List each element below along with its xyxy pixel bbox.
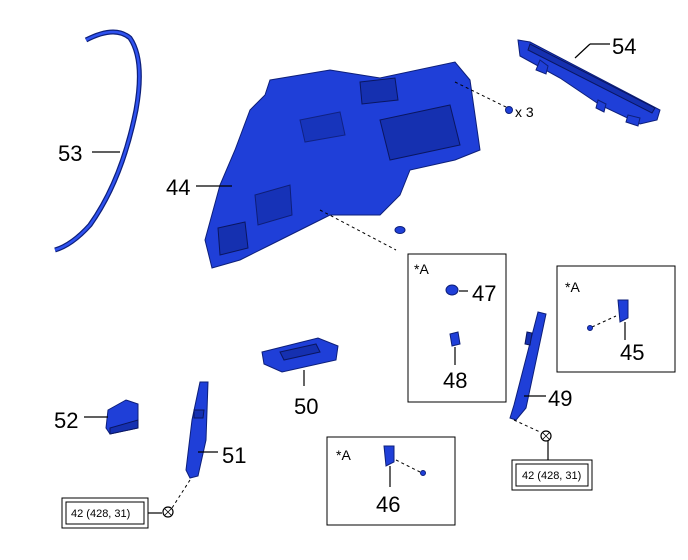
variant-box-47-48 xyxy=(407,253,507,403)
clip-quantity: x 3 xyxy=(515,104,534,120)
callout-45: 45 xyxy=(620,340,644,365)
clip-46-icon xyxy=(420,470,426,476)
clip-47 xyxy=(445,284,459,296)
callout-53: 53 xyxy=(58,141,82,166)
torque-box-left-inner xyxy=(65,501,145,525)
variant-label-45: *A xyxy=(565,279,580,295)
clip-48 xyxy=(449,331,461,347)
leader-54-a xyxy=(574,43,591,59)
variant-box-46 xyxy=(326,436,456,526)
torque-box-left-outer xyxy=(61,497,149,529)
lower-clip-icon xyxy=(394,226,406,234)
pillar-trim-49 xyxy=(509,311,547,421)
callout-49: 49 xyxy=(548,386,572,411)
variant-label-46: *A xyxy=(336,447,351,463)
tray-50 xyxy=(261,337,339,373)
leader-46-clip xyxy=(395,459,421,473)
callout-51: 51 xyxy=(222,443,246,468)
weatherstrip-53 xyxy=(54,29,142,253)
variant-label-47-48: *A xyxy=(414,261,429,277)
callout-44: 44 xyxy=(166,175,190,200)
leader-bolt-left xyxy=(171,479,191,509)
leader-45-clip xyxy=(591,315,617,328)
leader-bolt-right xyxy=(513,419,541,433)
cover-52 xyxy=(105,399,139,435)
quarter-trim-panel-44 xyxy=(204,61,481,269)
callout-46: 46 xyxy=(376,492,400,517)
torque-spec-right: 42 (428, 31) xyxy=(522,470,581,482)
torque-box-right-inner xyxy=(515,463,589,487)
clip-45-icon xyxy=(587,325,593,331)
torque-spec-left: 42 (428, 31) xyxy=(71,508,130,520)
pillar-trim-51 xyxy=(185,381,209,479)
callout-48: 48 xyxy=(443,368,467,393)
clip-icon xyxy=(505,106,513,114)
callout-50: 50 xyxy=(294,394,318,419)
bracket-46 xyxy=(383,445,395,467)
callout-54: 54 xyxy=(612,34,636,59)
bolt-right-icon xyxy=(540,430,552,442)
leader-clips xyxy=(454,81,509,109)
callout-47: 47 xyxy=(472,281,496,306)
callout-52: 52 xyxy=(54,408,78,433)
variant-box-45 xyxy=(556,265,676,373)
bolt-left-icon xyxy=(162,506,174,518)
rail-54 xyxy=(517,39,661,127)
leader-lower-clip xyxy=(319,209,397,251)
torque-box-right-outer xyxy=(511,459,593,491)
bracket-45 xyxy=(617,299,629,323)
